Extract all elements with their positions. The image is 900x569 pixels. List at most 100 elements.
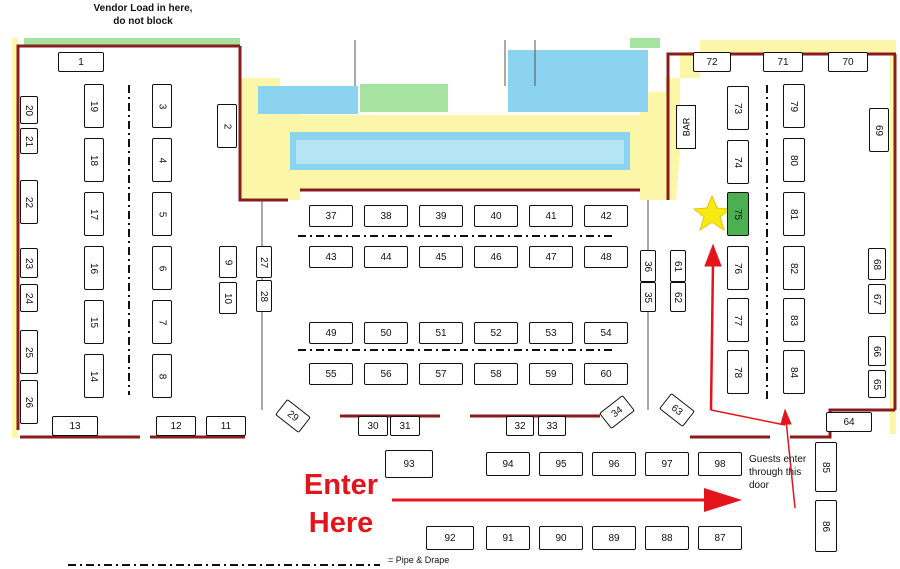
booth-label: 2 <box>221 123 233 129</box>
booth-label: 19 <box>88 100 100 112</box>
booth-label: 24 <box>23 292 35 304</box>
booth-label: 97 <box>661 458 673 470</box>
booth-14: 14 <box>84 354 104 398</box>
booth-35: 35 <box>640 282 656 312</box>
booth-label: 56 <box>380 368 392 380</box>
booth-label: 75 <box>732 208 744 220</box>
booth-label: 42 <box>600 210 612 222</box>
booth-label: 74 <box>732 156 744 168</box>
booth-22: 22 <box>20 180 38 224</box>
booth-75: 75 <box>727 192 749 236</box>
booth-label: 48 <box>600 251 612 263</box>
booth-label: 53 <box>545 327 557 339</box>
booth-label: 83 <box>788 314 800 326</box>
booth-43: 43 <box>309 246 353 268</box>
booth-label: 59 <box>545 368 557 380</box>
booth-label: 66 <box>871 345 883 357</box>
booth-78: 78 <box>727 350 749 394</box>
booth-1: 1 <box>58 52 104 72</box>
location-star-icon <box>692 194 732 232</box>
booth-label: 13 <box>69 420 81 432</box>
booth-8: 8 <box>152 354 172 398</box>
booth-label: 26 <box>23 396 35 408</box>
booth-label: 76 <box>732 262 744 274</box>
booth-label: 28 <box>258 290 270 302</box>
booth-label: 58 <box>490 368 502 380</box>
booth-66: 66 <box>868 336 886 366</box>
booth-59: 59 <box>529 363 573 385</box>
booth-label: 77 <box>732 314 744 326</box>
booth-label: 46 <box>490 251 502 263</box>
booth-label: 78 <box>732 366 744 378</box>
booth-11: 11 <box>206 416 246 436</box>
booth-85: 85 <box>815 442 837 492</box>
booth-15: 15 <box>84 300 104 344</box>
booth-label: 95 <box>555 458 567 470</box>
booth-53: 53 <box>529 322 573 344</box>
booth-label: 27 <box>258 256 270 268</box>
bar-label: BAR <box>681 117 692 137</box>
booth-10: 10 <box>219 282 237 314</box>
booth-71: 71 <box>763 52 803 72</box>
booth-label: 51 <box>435 327 447 339</box>
booth-72: 72 <box>693 52 731 72</box>
booth-3: 3 <box>152 84 172 128</box>
booth-label: 65 <box>871 378 883 390</box>
booth-32: 32 <box>506 416 534 436</box>
pool-area <box>258 50 648 170</box>
booth-label: 18 <box>88 154 100 166</box>
booth-label: 45 <box>435 251 447 263</box>
booth-label: 73 <box>732 102 744 114</box>
booth-18: 18 <box>84 138 104 182</box>
booth-67: 67 <box>868 284 886 314</box>
booth-36: 36 <box>640 250 656 282</box>
booth-5: 5 <box>152 192 172 236</box>
booth-33: 33 <box>538 416 566 436</box>
booth-label: 89 <box>608 532 620 544</box>
booth-label: 98 <box>714 458 726 470</box>
booth-label: 52 <box>490 327 502 339</box>
booth-label: 10 <box>222 292 234 304</box>
booth-label: 41 <box>545 210 557 222</box>
booth-label: 21 <box>23 135 35 147</box>
booth-label: 31 <box>399 420 411 432</box>
booth-48: 48 <box>584 246 628 268</box>
booth-55: 55 <box>309 363 353 385</box>
booth-60: 60 <box>584 363 628 385</box>
booth-21: 21 <box>20 128 38 154</box>
booth-62: 62 <box>670 282 686 312</box>
booth-52: 52 <box>474 322 518 344</box>
booth-label: 64 <box>843 416 855 428</box>
booth-84: 84 <box>783 350 805 394</box>
booth-label: 6 <box>156 265 168 271</box>
booth-label: 14 <box>88 370 100 382</box>
pipe-and-drape-lines <box>68 85 768 566</box>
booth-20: 20 <box>20 96 38 124</box>
booth-90: 90 <box>539 526 583 550</box>
booth-97: 97 <box>645 452 689 476</box>
booth-label: 1 <box>78 56 84 68</box>
grass-area <box>24 38 660 112</box>
booth-label: 57 <box>435 368 447 380</box>
booth-68: 68 <box>868 248 886 280</box>
booth-46: 46 <box>474 246 518 268</box>
booth-30: 30 <box>358 416 388 436</box>
booth-95: 95 <box>539 452 583 476</box>
booth-31: 31 <box>390 416 420 436</box>
booth-label: 71 <box>777 56 789 68</box>
booth-label: 88 <box>661 532 673 544</box>
booth-label: 84 <box>788 366 800 378</box>
booth-label: 54 <box>600 327 612 339</box>
booth-94: 94 <box>486 452 530 476</box>
booth-label: 81 <box>788 208 800 220</box>
booth-label: 29 <box>285 408 301 424</box>
booth-label: 67 <box>871 293 883 305</box>
booth-label: 96 <box>608 458 620 470</box>
booth-label: 69 <box>873 124 885 136</box>
booth-50: 50 <box>364 322 408 344</box>
booth-39: 39 <box>419 205 463 227</box>
booth-label: 30 <box>367 420 379 432</box>
booth-65: 65 <box>868 370 886 398</box>
booth-label: 63 <box>669 402 685 418</box>
booth-12: 12 <box>156 416 196 436</box>
